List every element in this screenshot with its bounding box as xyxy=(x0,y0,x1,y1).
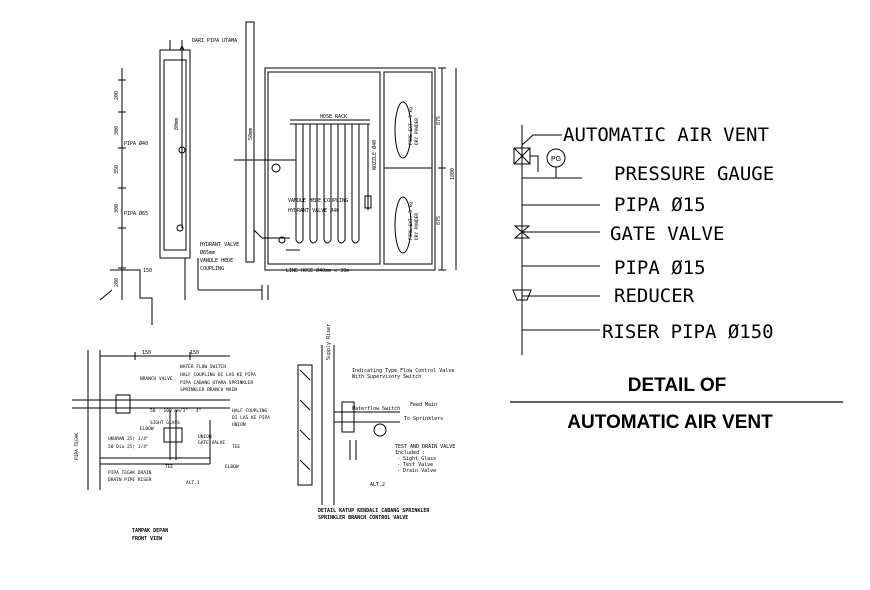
air-vent-leader xyxy=(521,134,562,146)
label-union-top: UNION xyxy=(232,422,246,428)
label-branch-valve: BRANCH VALVE xyxy=(140,376,173,382)
label-reducer: REDUCER xyxy=(614,285,695,307)
label-feed-main: Feed Main xyxy=(410,402,437,408)
label-line-hose: LINE HOSE Ø40mm x 30m xyxy=(286,267,349,274)
label-pipa-upper: PIPA Ø15 xyxy=(614,194,706,216)
label-tee-top: TEE xyxy=(232,444,240,450)
caption-detail-katup: DETAIL KATUP KENDALI CABANG SPRINKLER xyxy=(318,508,430,514)
label-hydrant-valve: HYDRANT VALVE xyxy=(200,242,239,248)
label-fire-ext-lower: FIRE EXT. 3 kg xyxy=(408,202,414,240)
fire-extinguisher-lower xyxy=(394,196,412,254)
label-pipa-40: PIPA Ø40 xyxy=(124,140,148,147)
label-waterflow: Waterflow Switch xyxy=(352,406,400,412)
dim-left-2: 300 xyxy=(114,126,120,135)
nozzle xyxy=(364,195,372,209)
label-tee: TEE xyxy=(165,464,173,470)
fire-extinguisher-upper xyxy=(394,101,412,159)
label-alt2: ALT.2 xyxy=(370,482,385,488)
label-half-coupling-2: HALF COUPLING xyxy=(232,408,268,414)
label-sight-glass: SIGHT GLASS xyxy=(150,420,180,426)
caption-front-view: FRONT VIEW xyxy=(132,536,163,542)
label-pipa-cabang: PIPA CABANG UTAMA SPRINKLER xyxy=(180,380,253,386)
label-elbow: ELBOW xyxy=(140,426,154,432)
label-half-coupling-top: HALF COUPLING DI LAS KE PIPA xyxy=(180,372,256,378)
label-pressure-gauge: PRESSURE GAUGE xyxy=(614,163,774,185)
main-pipe-50mm xyxy=(245,21,255,263)
label-size-note: 50 Dia 25) 1/4" xyxy=(108,444,149,450)
dim-left-3: 350 xyxy=(114,165,120,174)
label-indicating: Indicating Type Flow Control Valve xyxy=(352,368,454,374)
label-dry-powder-upper: DRY POWDER xyxy=(414,118,420,145)
label-dari-pipa-utama: DARI PIPA UTAMA xyxy=(192,38,237,44)
caption-branch-control-valve: SPRINKLER BRANCH CONTROL VALVE xyxy=(318,515,408,521)
dim-top-2: 150 xyxy=(190,350,199,356)
dim-right-2: 875 xyxy=(436,216,442,225)
label-hydrant-valve-40: HYDRANT VALVE Ø40 xyxy=(288,207,339,214)
detail-title-line2: AUTOMATIC AIR VENT xyxy=(567,412,773,433)
caption-tampak-depan: TAMPAK DEPAN xyxy=(132,528,168,534)
sprinkler-branch-valve: Supply Riser Indicating Type Flow Contro… xyxy=(297,324,455,521)
label-di-las: DI LAS KE PIPA xyxy=(232,415,270,421)
reducer-symbol xyxy=(512,289,532,301)
label-ukuran: UKURAN 25) 1/4" xyxy=(108,436,149,442)
label-dim-note: 50 - 100 mm/3" - 4" xyxy=(150,408,201,414)
label-elbow-bottom: ELBOW xyxy=(225,464,239,470)
label-water-flow-switch: WATER FLOW SWITCH xyxy=(180,364,226,370)
detail-title-line1: DETAIL OF xyxy=(628,375,727,396)
sprinkler-front-view: 150 150 WATER FLOW SWITCH HALF COUPLING … xyxy=(72,350,270,542)
label-sprinkler-branch: SPRINKLER BRANCH MAIN xyxy=(180,387,237,393)
hydrant-cabinet xyxy=(264,67,436,271)
label-riser-pipa: RISER PIPA Ø150 xyxy=(602,321,774,343)
label-coupling: COUPLING xyxy=(200,266,224,272)
label-vandle-hede: VANDLE HEDE xyxy=(200,258,233,264)
label-included: Included : xyxy=(395,450,425,456)
label-inc-test-valve: - Test Valve xyxy=(397,462,433,468)
dim-right-1: 875 xyxy=(436,116,442,125)
label-pipa-tegak: PIPA TEGAK xyxy=(74,433,80,460)
label-gate-valve: GATE VALVE xyxy=(610,223,724,245)
label-pipa-65: PIPA Ø65 xyxy=(124,210,148,217)
riser-box xyxy=(159,49,191,259)
pg-symbol-label: PG xyxy=(551,156,561,163)
label-hose-rack: HOSE RACK xyxy=(320,114,347,120)
hydrant-detail: 200 300 350 300 200 150 DARI PIPA UTAMA … xyxy=(99,21,457,325)
label-union: UNION xyxy=(198,434,212,440)
label-vandle-coupling: VANDLE HEDE COUPLING xyxy=(288,198,348,204)
label-50mm: 50mm xyxy=(248,128,254,140)
label-inc-drain-valve: - Drain Valve xyxy=(397,468,436,474)
label-inc-sight-glass: - Sight Glass xyxy=(397,456,436,462)
label-drain-pipe: DRAIN PIPE RISER xyxy=(108,477,152,483)
dim-top-1: 150 xyxy=(142,350,151,356)
hose-loops xyxy=(295,124,360,240)
label-gate-valve-small: GATE VALVE xyxy=(198,440,225,446)
dim-150: 150 xyxy=(143,268,152,274)
dim-left-5: 200 xyxy=(114,278,120,287)
label-supervisory: With Supervisory Switch xyxy=(352,374,421,380)
air-vent-detail: PG AUTOMATIC AIR VENT PRESSURE GAUGE PIP… xyxy=(510,124,843,433)
label-fire-ext-upper: FIRE EXT. 3 kg xyxy=(408,107,414,145)
dim-left-1: 200 xyxy=(114,91,120,100)
label-size-65: Ø65mm xyxy=(200,249,215,256)
dim-left-4: 300 xyxy=(114,204,120,213)
gate-valve-symbol xyxy=(513,225,531,239)
label-nozzle: NOZZLE Ø40 xyxy=(371,140,378,170)
label-alt1: ALT.1 xyxy=(186,480,200,486)
label-to-sprinklers: To Sprinklers xyxy=(404,416,443,422)
label-supply-riser: Supply Riser xyxy=(326,324,332,360)
dim-right-total: 1800 xyxy=(450,168,456,180)
label-pipa-lower: PIPA Ø15 xyxy=(614,257,706,279)
label-pipa-tegak-drain: PIPA TEGAK DRAIN xyxy=(108,470,152,476)
label-dry-powder-lower: DRY POWDER xyxy=(414,213,420,240)
label-test-drain: TEST AND DRAIN VALVE xyxy=(395,444,455,450)
label-automatic-air-vent: AUTOMATIC AIR VENT xyxy=(563,124,769,146)
label-80mm: 80mm xyxy=(174,118,180,130)
